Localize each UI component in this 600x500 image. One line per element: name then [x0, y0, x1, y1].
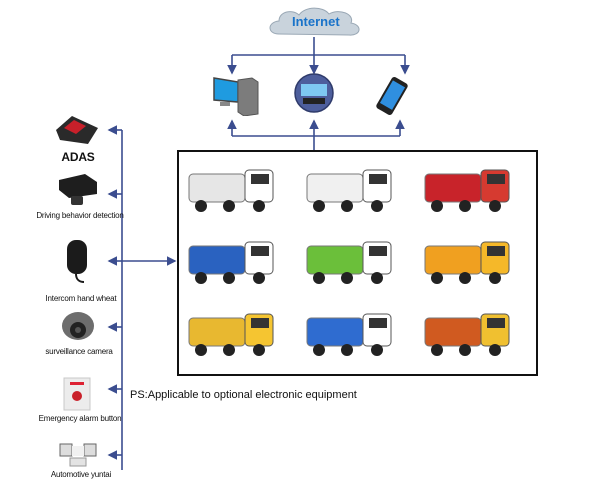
vehicle-1: Water sprinkler truck [188, 169, 274, 212]
vehicle-grid: Water sprinkler truck Police vehicle Emerg… [188, 169, 510, 356]
vehicle-6: Road rescue truck [424, 241, 510, 284]
emergency-alarm-button-icon [63, 377, 91, 411]
vehicle-4: Sewage suction truck [188, 241, 274, 284]
vehicle-2: Police vehicle [306, 169, 392, 212]
monitoring-center-icon [294, 73, 334, 113]
automotive-ptz-camera-icon [59, 443, 97, 467]
adas-device-icon [56, 116, 98, 144]
device-label-camera: surveillance camera [45, 347, 113, 356]
internet-label: Internet [292, 14, 340, 29]
smartphone-icon [376, 77, 408, 115]
vehicle-8: Aerial work platform truck [306, 313, 392, 356]
surveillance-camera-icon [62, 312, 94, 340]
device-label-driving-behavior: Driving behavior detection [36, 211, 124, 220]
internet-cloud-icon [269, 7, 360, 36]
device-label-alarm: Emergency alarm button [38, 414, 122, 423]
vehicle-7: Bridge inspection truck [188, 313, 274, 356]
device-label-intercom: Intercom hand wheat [45, 294, 117, 303]
optional-equipment-note: PS:Applicable to optional electronic equ… [130, 389, 357, 401]
device-label-ptz: Automotive yuntai [50, 470, 112, 479]
desktop-computer-icon [213, 77, 259, 116]
device-label-adas: ADAS [61, 150, 95, 164]
vehicle-5: Garbage compactor truck [306, 241, 392, 284]
intercom-microphone-icon [67, 240, 87, 283]
driving-behavior-device-icon [59, 174, 97, 205]
vehicle-3: Emergency command truck [424, 169, 510, 212]
vehicle-9: Vacuum tanker truck [424, 313, 510, 356]
